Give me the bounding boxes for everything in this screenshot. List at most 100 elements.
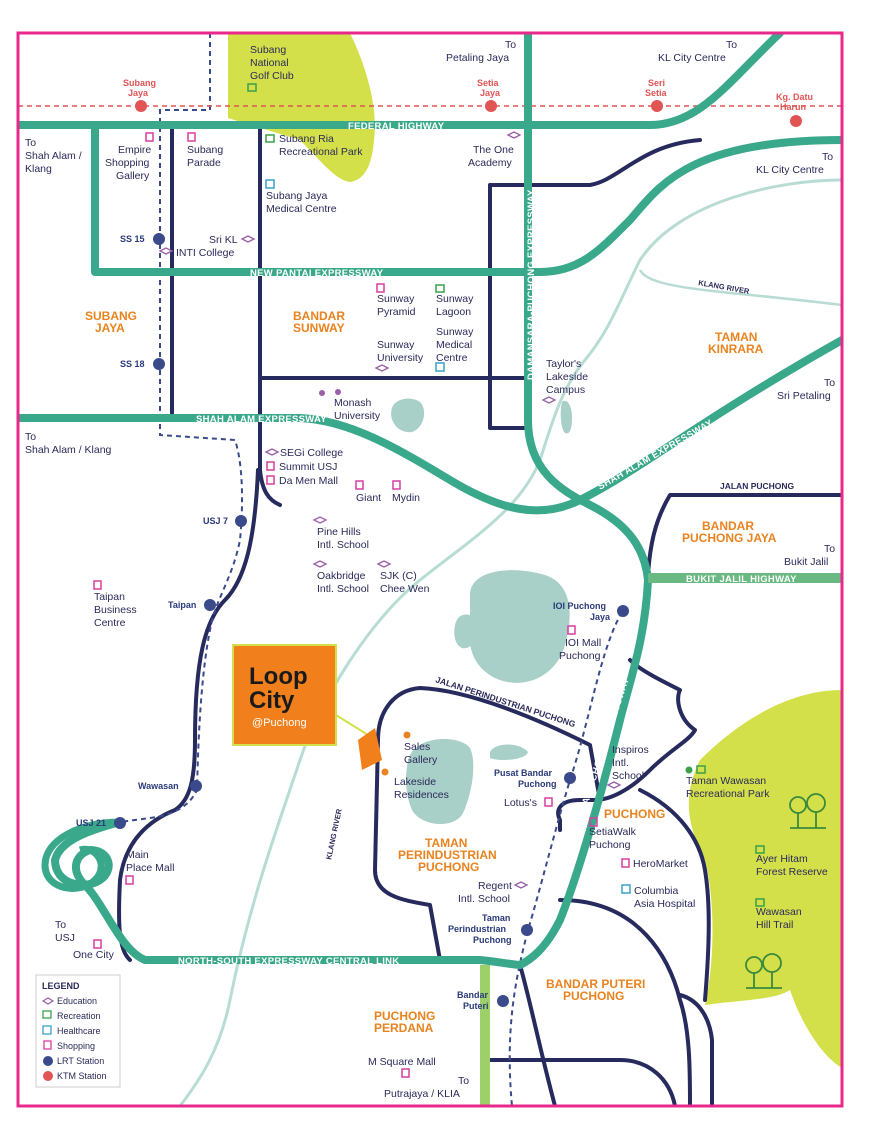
education-icon — [312, 560, 328, 568]
ktm-icon — [485, 100, 497, 112]
place-one-city[interactable]: One City — [73, 949, 115, 961]
shopping-icon — [544, 797, 553, 807]
lrt-line-west — [119, 33, 244, 823]
education-icon — [158, 247, 174, 255]
lrt-icon — [617, 605, 629, 617]
svg-text:@Puchong: @Puchong — [252, 717, 307, 729]
shopping-icon — [125, 875, 134, 885]
lrt-usj21[interactable]: USJ 21 — [76, 817, 126, 829]
ktm-icon — [651, 100, 663, 112]
shopping-icon — [401, 1068, 410, 1078]
lrt-icon — [235, 515, 247, 527]
shopping-icon — [376, 283, 385, 293]
area-puchong: PUCHONG — [604, 807, 665, 821]
ktm-icon — [135, 100, 147, 112]
legend-ktm: KTM Station — [57, 1071, 107, 1081]
education-icon — [541, 396, 557, 404]
place-da-men[interactable]: Da Men Mall — [279, 475, 338, 487]
lrt-icon — [43, 1056, 53, 1066]
label-jalan-puchong: JALAN PUCHONG — [720, 481, 795, 491]
place-summit-usj[interactable]: Summit USJ — [279, 461, 337, 473]
ayer-hitam-forest — [688, 690, 842, 1068]
recreation-icon — [755, 845, 765, 854]
education-icon — [513, 881, 529, 889]
lrt-taipan[interactable]: Taipan — [168, 599, 216, 611]
place-mydin[interactable]: Mydin — [392, 492, 420, 504]
place-giant[interactable]: Giant — [356, 492, 381, 504]
place-sjk-chee-wen[interactable]: SJK (C)Chee Wen — [380, 570, 430, 595]
map-frame — [16, 31, 844, 1108]
shopping-icon — [392, 480, 401, 490]
shopping-icon — [187, 132, 196, 142]
road-puchong-perdana — [518, 963, 557, 1106]
label-federal: FEDERAL HIGHWAY — [348, 121, 445, 132]
healthcare-icon — [42, 1025, 52, 1035]
recreation-icon — [247, 83, 257, 92]
shopping-icon — [266, 475, 275, 485]
place-heromarket[interactable]: HeroMarket — [633, 858, 688, 870]
klang-river-branch — [638, 269, 842, 307]
education-icon — [376, 560, 392, 568]
place-m-square[interactable]: M Square Mall — [368, 1056, 436, 1068]
nsecl-loop — [41, 818, 121, 892]
place-lotus[interactable]: Lotus's — [504, 797, 537, 809]
lrt-icon — [521, 924, 533, 936]
svg-text:City: City — [249, 687, 295, 714]
lrt-ss15[interactable]: SS 15 — [120, 233, 165, 245]
education-icon — [606, 781, 622, 789]
lrt-usj7[interactable]: USJ 7 — [203, 515, 247, 527]
lrt-wawasan[interactable]: Wawasan — [138, 780, 202, 792]
lrt-ss18[interactable]: SS 18 — [120, 358, 165, 370]
road-puteri — [558, 898, 692, 1106]
loop-city-logo[interactable]: Loop City @Puchong — [232, 644, 382, 770]
place-segi[interactable]: SEGi College — [280, 447, 343, 459]
legend-shopping: Shopping — [57, 1041, 95, 1051]
healthcare-icon — [265, 179, 275, 189]
road-sunway-v — [258, 123, 282, 507]
